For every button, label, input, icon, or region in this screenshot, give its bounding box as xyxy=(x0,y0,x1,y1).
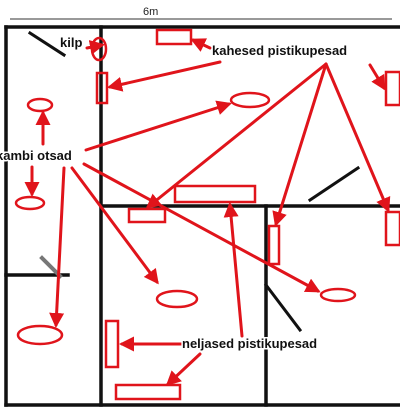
arrow-double-top xyxy=(190,38,212,52)
arrow-panel xyxy=(85,39,105,55)
panel-label: kilp xyxy=(60,35,82,50)
arrow-double-center-small xyxy=(145,62,328,209)
cable-end-center-room xyxy=(155,289,199,309)
arrow-quad-bottom xyxy=(165,352,202,387)
double-socket-middle-wall xyxy=(267,224,281,266)
arrow-cable-center-room xyxy=(70,166,159,285)
labels: kilp kahesed pistikupesad kambi otsad ne… xyxy=(0,34,349,353)
door-swing-bottom-right xyxy=(263,282,303,333)
double-socket-right-lower xyxy=(384,210,400,247)
door-swing-bottom-left xyxy=(39,255,63,279)
double-socket-center-small xyxy=(127,207,167,224)
arrow-double-middle-wall xyxy=(272,62,328,227)
arrow-quad-center xyxy=(223,202,244,338)
arrow-cable-bottom-left xyxy=(49,166,66,328)
arrow-cable-upper-room xyxy=(84,100,232,152)
cable-end-bottom-left xyxy=(16,324,64,346)
door-swing-top-left xyxy=(27,30,67,58)
quad-sockets-label: neljased pistikupesad xyxy=(182,336,317,351)
arrow-double-left-wall xyxy=(107,60,222,92)
cable-end-right-room xyxy=(319,287,357,303)
dimension-annotation: 6m xyxy=(10,6,392,20)
door-swing-right-upper xyxy=(307,165,361,203)
double-socket-top xyxy=(155,28,193,46)
arrow-double-right-lower xyxy=(324,62,391,213)
arrow-cable-right-room xyxy=(82,162,321,293)
double-sockets-label: kahesed pistikupesad xyxy=(212,43,347,58)
panel-marker xyxy=(90,36,108,62)
dimension-label: 6m xyxy=(143,6,158,18)
quad-socket-bottom xyxy=(114,383,182,401)
double-socket-left-wall xyxy=(95,71,109,105)
arrows xyxy=(24,38,391,387)
cable-end-left-mid xyxy=(14,195,46,211)
markers xyxy=(14,28,400,401)
quad-socket-center xyxy=(173,184,257,204)
cable-end-top-left xyxy=(26,97,54,113)
cable-ends-label: kambi otsad xyxy=(0,148,72,163)
arrow-double-far-right xyxy=(368,63,386,91)
quad-socket-lower-left xyxy=(104,319,120,369)
cable-end-upper-room xyxy=(229,91,271,109)
double-socket-far-right xyxy=(384,70,400,107)
